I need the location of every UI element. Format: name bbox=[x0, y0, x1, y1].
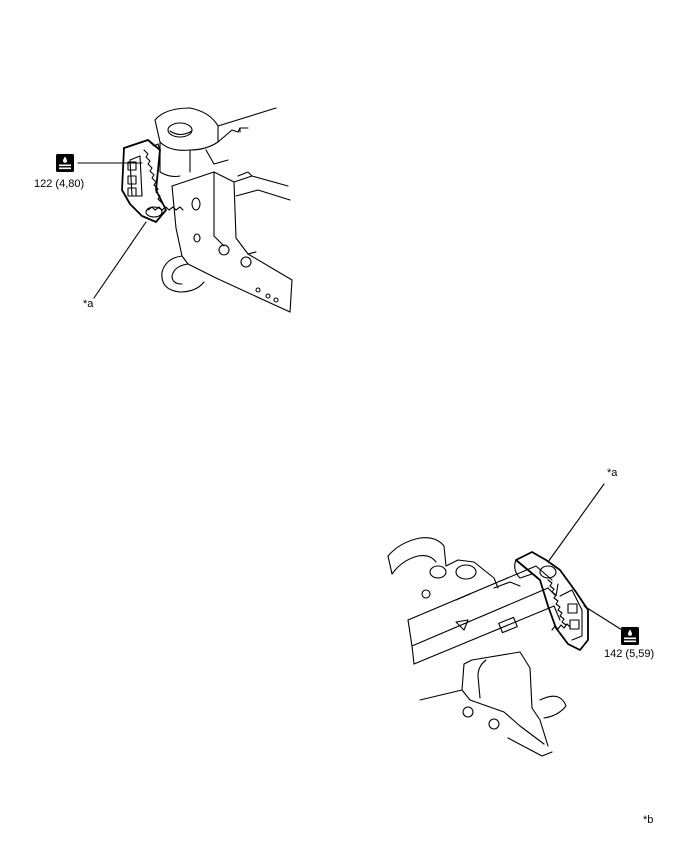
upper-part-reference: *a bbox=[83, 298, 94, 310]
lower-torque-leader bbox=[583, 605, 623, 631]
lower-part-leader bbox=[547, 483, 605, 563]
figure-reference: *b bbox=[643, 814, 654, 826]
upper-part-leader bbox=[93, 221, 147, 299]
lower-frame-assembly bbox=[387, 537, 589, 757]
lower-torque-value: 142 (5,59) bbox=[604, 648, 655, 660]
upper-torque-value: 122 (4,80) bbox=[34, 178, 85, 190]
lower-part-reference: *a bbox=[607, 467, 618, 479]
upper-frame-assembly bbox=[121, 107, 293, 313]
torque-wrench-icon bbox=[621, 627, 639, 645]
torque-wrench-icon bbox=[56, 154, 74, 172]
